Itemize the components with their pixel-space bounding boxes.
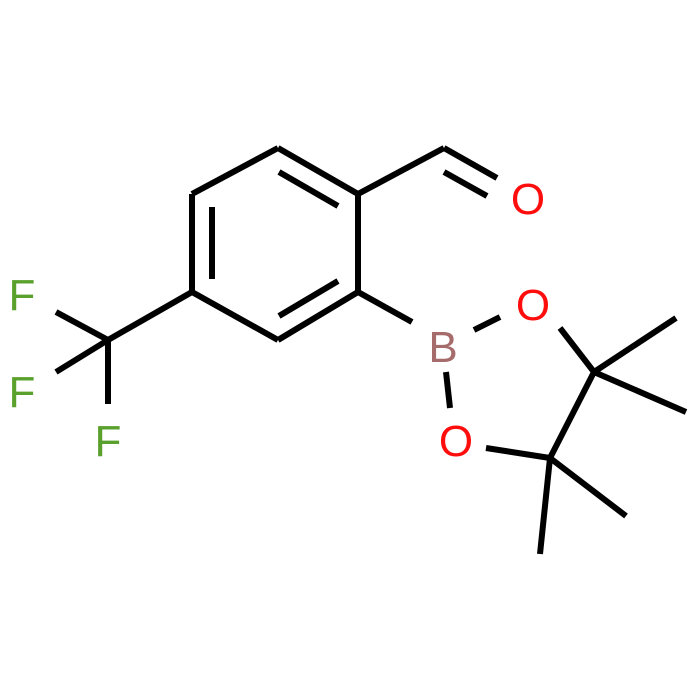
atom-o-aldehyde: O xyxy=(511,175,545,224)
bond-o-bottom-c xyxy=(485,445,551,461)
bond-cho-o-double xyxy=(442,169,489,199)
atom-f1: F xyxy=(9,271,36,320)
bond-c3-c4 xyxy=(276,289,360,343)
bond-ring-b xyxy=(356,289,414,325)
bond-methyl-4 xyxy=(537,457,553,555)
bond-c-f2 xyxy=(54,337,110,375)
bond-b-o-top xyxy=(472,314,502,333)
atom-o-ring-bottom: O xyxy=(439,417,473,466)
bond-c1-c2 xyxy=(276,145,360,197)
bond-o-top-c xyxy=(557,326,597,374)
bond-ring-cf3 xyxy=(106,289,194,343)
atom-o-ring-top: O xyxy=(516,281,550,330)
bond-methyl-3 xyxy=(548,455,628,519)
bond-c4-c5 xyxy=(190,289,280,343)
bond-c6-c1 xyxy=(190,145,280,197)
atom-b: B xyxy=(428,323,457,372)
bond-c-c-pinacol xyxy=(547,370,597,460)
bond-cho-o xyxy=(442,145,499,181)
bond-methyl-1 xyxy=(592,315,678,375)
bond-inner-c1-c2 xyxy=(277,169,340,209)
bond-c-f1 xyxy=(54,309,110,343)
bond-ring-cho xyxy=(356,145,446,197)
atom-f3: F xyxy=(95,417,122,466)
atom-f2: F xyxy=(9,368,36,417)
bond-inner-c3-c4 xyxy=(277,278,340,319)
bond-methyl-2 xyxy=(592,369,688,415)
bond-b-o-bottom xyxy=(443,371,453,409)
